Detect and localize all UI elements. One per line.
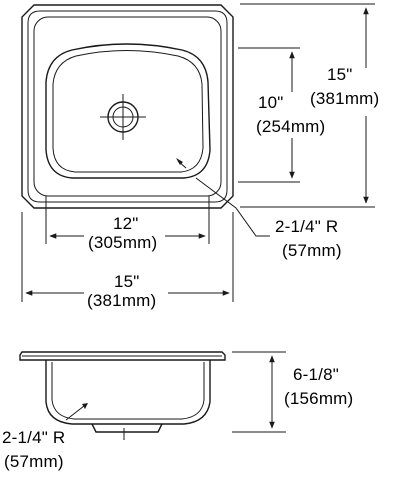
side-rim-flange	[19, 351, 226, 361]
overall-width-imperial-label: 15"	[114, 272, 140, 291]
side-height-dimension	[232, 351, 286, 433]
plan-corner-radius-imperial-label: 2-1/4" R	[275, 217, 338, 236]
drain-icon	[100, 94, 146, 140]
plan-corner-radius-metric-label: (57mm)	[282, 241, 342, 260]
bowl-outline	[45, 43, 211, 179]
bowl-depth-imperial-label: 10"	[258, 93, 284, 112]
overall-width-dimension	[21, 212, 234, 302]
side-bowl-body	[45, 360, 211, 425]
side-height-metric-label: (156mm)	[284, 389, 353, 408]
bowl-width-imperial-label: 12"	[113, 214, 139, 233]
bowl-width-dimension	[45, 196, 210, 244]
sink-rim-inner	[27, 10, 228, 203]
overall-depth-imperial-label: 15"	[327, 65, 353, 84]
overall-depth-metric-label: (381mm)	[310, 89, 379, 108]
side-radius-metric-label: (57mm)	[4, 452, 64, 471]
sink-rim-outer	[21, 4, 234, 209]
side-bowl-inner-line	[51, 362, 205, 420]
side-radius-imperial-label: 2-1/4" R	[2, 428, 65, 447]
sink-deck-edge	[33, 16, 222, 197]
side-view: 6-1/8" (156mm) 2-1/4" R (57mm)	[2, 351, 353, 471]
bowl-inner-contour	[52, 50, 204, 173]
overall-depth-dimension	[240, 3, 375, 208]
bowl-width-metric-label: (305mm)	[88, 233, 157, 252]
plan-radius-leader	[176, 158, 270, 237]
bowl-depth-metric-label: (254mm)	[256, 117, 325, 136]
plan-view: 15" (381mm) 10" (254mm) 12" (305mm) 2-1/…	[21, 3, 379, 310]
overall-width-metric-label: (381mm)	[87, 291, 156, 310]
side-height-imperial-label: 6-1/8"	[293, 365, 339, 384]
bowl-depth-dimension	[238, 47, 300, 183]
side-drain-icon	[91, 423, 163, 433]
side-radius-leader	[65, 403, 88, 421]
